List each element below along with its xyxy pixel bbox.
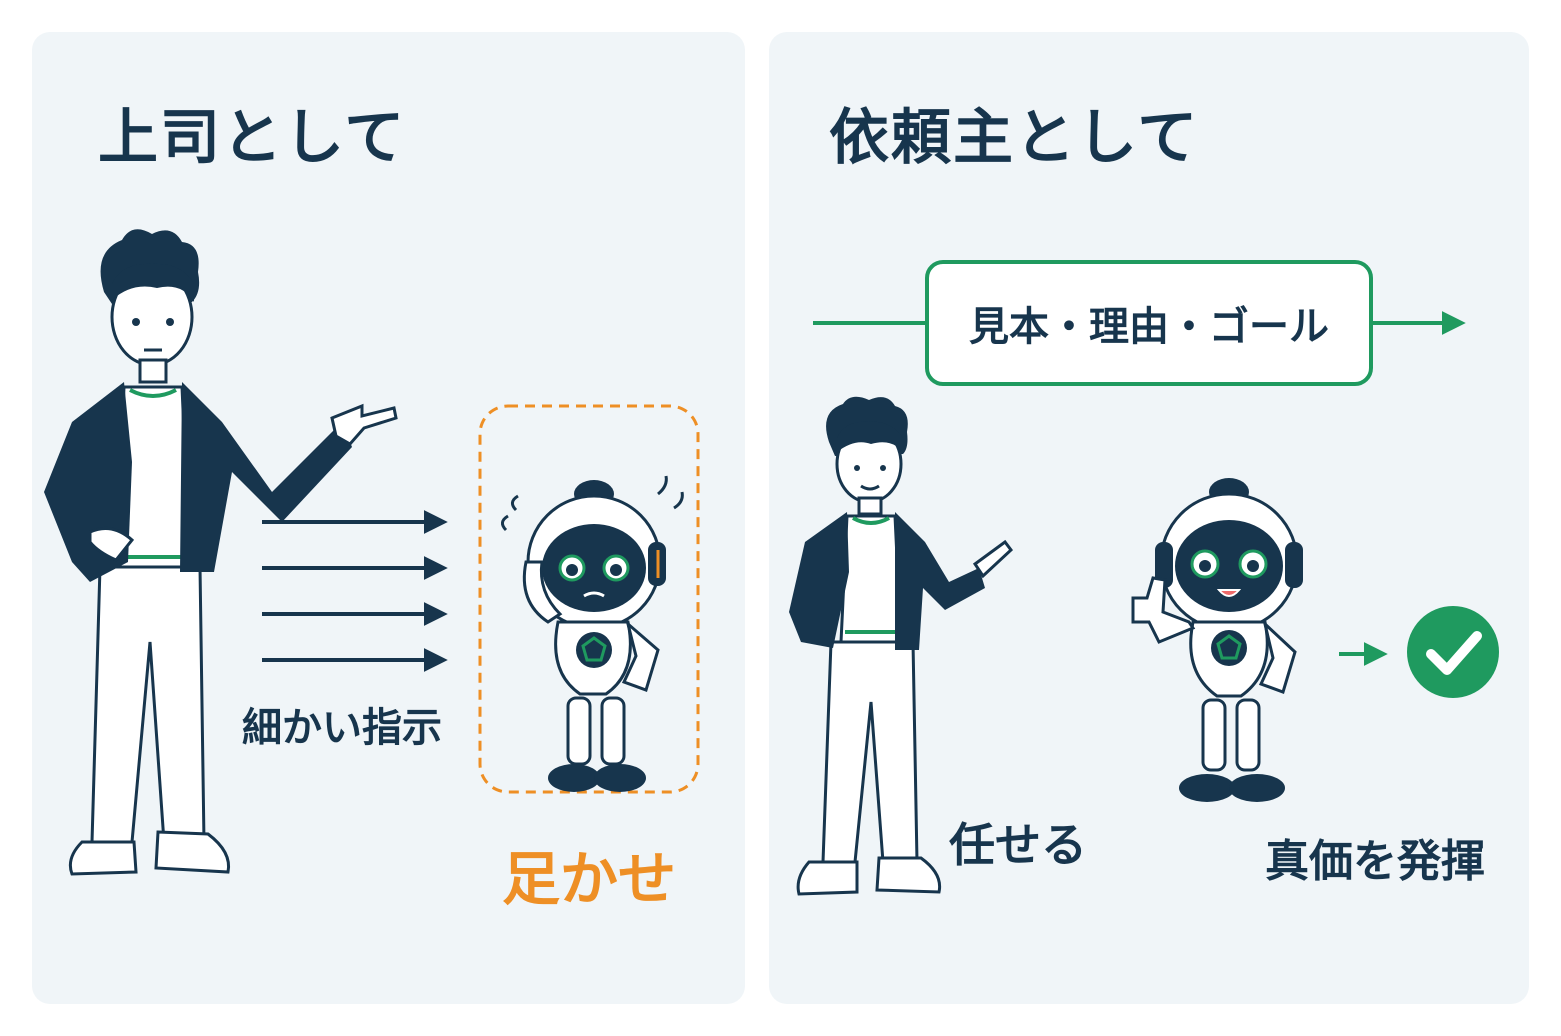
client-panel: 依頼主として 見本・理由・ゴール 任せる [769,32,1529,1004]
instruction-arrows [262,510,448,672]
robot-thumbs-up-icon [1131,478,1303,802]
boss-panel-title: 上司として [98,103,407,173]
success-arrow [1339,642,1388,666]
check-circle-icon [1407,606,1499,698]
instruction-label: 細かい指示 [242,705,442,751]
robot-confused-icon [501,475,684,792]
delegate-label: 任せる [949,818,1087,872]
guidance-flow: 見本・理由・ゴール [813,260,1466,386]
constraint-label: 足かせ [502,845,677,913]
boss-panel: 上司として 細かい指示 [32,32,745,1004]
result-label: 真価を発揮 [1265,836,1485,887]
person-pointing-icon [44,229,398,876]
client-panel-title: 依頼主として [829,103,1200,173]
guidance-box-label: 見本・理由・ゴール [969,304,1329,350]
person-presenting-icon [789,396,1014,896]
